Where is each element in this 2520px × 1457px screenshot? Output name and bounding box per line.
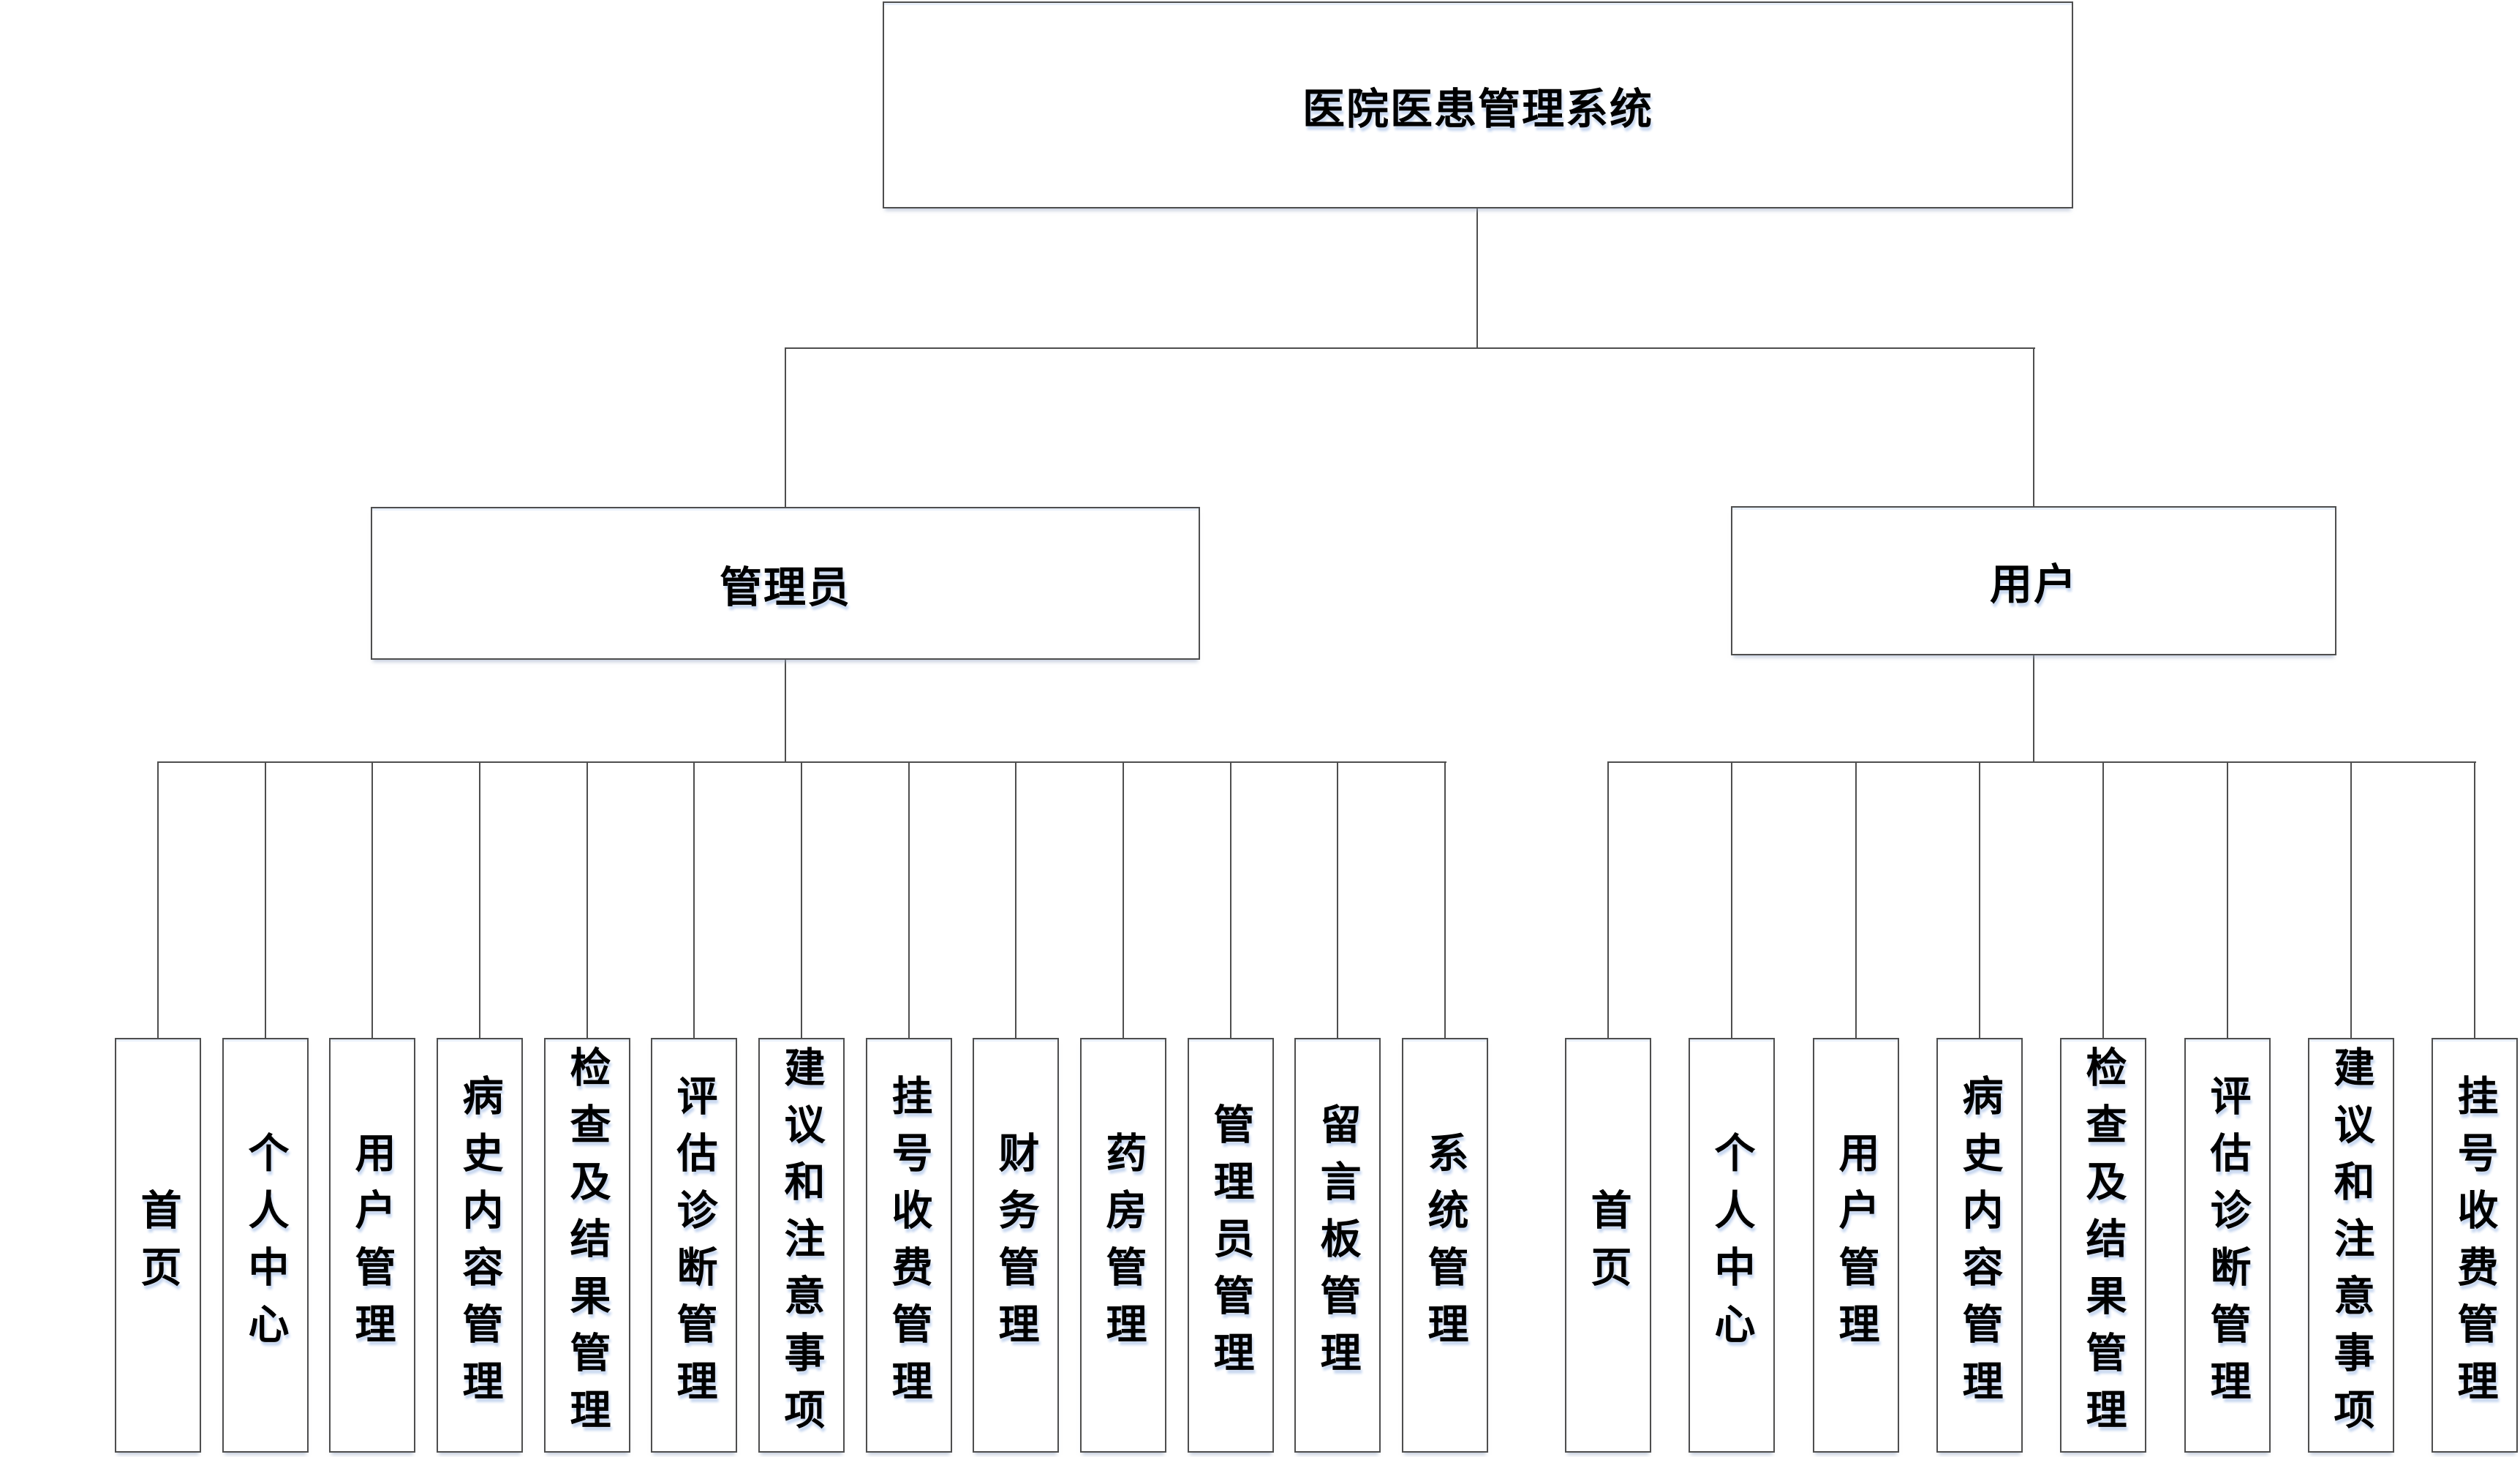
leaf-label: 建议和注意事项 (779, 1045, 825, 1445)
leaf-label: 个人中心 (1709, 1131, 1755, 1360)
leaf-label: 挂号收费管理 (886, 1074, 932, 1417)
node-user-medical-history-content-management: 病史内容管理 (1936, 1038, 2023, 1453)
node-administrator: 管理员 (371, 507, 1200, 660)
leaf-label: 检查及结果管理 (2080, 1045, 2127, 1445)
node-user-evaluation-diagnosis-management: 评估诊断管理 (2184, 1038, 2271, 1453)
connector-leaf-stub (1444, 763, 1446, 1039)
connector-leaf-stub (2350, 763, 2352, 1039)
connector-user-down (2033, 655, 2034, 763)
connector-root-drop (1476, 208, 1478, 349)
connector-admin-h (157, 761, 1446, 763)
node-user-suggestions-precautions: 建议和注意事项 (2308, 1038, 2394, 1453)
node-admin-registration-fee-management: 挂号收费管理 (866, 1038, 952, 1453)
node-user-label: 用户 (1989, 561, 2078, 609)
node-admin-examination-results-management: 检查及结果管理 (544, 1038, 630, 1453)
node-user: 用户 (1731, 506, 2336, 655)
connector-leaf-stub (1855, 763, 1857, 1039)
node-user-personal-center: 个人中心 (1689, 1038, 1775, 1453)
node-user-home: 首页 (1565, 1038, 1651, 1453)
leaf-label: 建议和注意事项 (2328, 1045, 2374, 1445)
connector-leaf-stub (908, 763, 910, 1039)
connector-admin-down (785, 660, 786, 763)
leaf-label: 管理员管理 (1208, 1102, 1254, 1388)
connector-leaf-stub (2474, 763, 2475, 1039)
connector-leaf-stub (801, 763, 802, 1039)
leaf-label: 系统管理 (1422, 1131, 1468, 1360)
leaf-label: 首页 (135, 1188, 181, 1303)
connector-leaf-stub (371, 763, 373, 1039)
connector-level2-h (785, 347, 2035, 349)
leaf-label: 检查及结果管理 (565, 1045, 611, 1445)
node-admin-administrator-management: 管理员管理 (1188, 1038, 1274, 1453)
node-admin-finance-management: 财务管理 (973, 1038, 1059, 1453)
connector-leaf-stub (2227, 763, 2228, 1039)
connector-leaf-stub (1015, 763, 1016, 1039)
node-admin-system-management: 系统管理 (1402, 1038, 1488, 1453)
leaf-label: 留言板管理 (1315, 1102, 1361, 1388)
connector-leaf-stub (1607, 763, 1609, 1039)
leaf-label: 评估诊断管理 (671, 1074, 717, 1417)
connector-admin-drop (785, 349, 786, 507)
connector-leaf-stub (1123, 763, 1124, 1039)
node-admin-message-board-management: 留言板管理 (1294, 1038, 1381, 1453)
node-admin-home: 首页 (115, 1038, 201, 1453)
node-user-user-management: 用户管理 (1813, 1038, 1899, 1453)
node-root-label: 医院医患管理系统 (1302, 85, 1653, 133)
connector-leaf-stub (1979, 763, 1980, 1039)
connector-leaf-stub (2102, 763, 2104, 1039)
node-admin-user-management: 用户管理 (329, 1038, 415, 1453)
connector-leaf-stub (479, 763, 480, 1039)
leaf-label: 用户管理 (1833, 1131, 1879, 1360)
connector-leaf-stub (693, 763, 695, 1039)
leaf-label: 病史内容管理 (457, 1074, 503, 1417)
node-admin-pharmacy-management: 药房管理 (1080, 1038, 1166, 1453)
node-admin-evaluation-diagnosis-management: 评估诊断管理 (651, 1038, 737, 1453)
leaf-label: 个人中心 (243, 1131, 289, 1360)
connector-user-h (1607, 761, 2476, 763)
leaf-label: 财务管理 (993, 1131, 1039, 1360)
connector-leaf-stub (1230, 763, 1231, 1039)
node-user-registration-fee-management: 挂号收费管理 (2432, 1038, 2518, 1453)
connector-leaf-stub (265, 763, 266, 1039)
leaf-label: 挂号收费管理 (2452, 1074, 2498, 1417)
leaf-label: 药房管理 (1101, 1131, 1147, 1360)
connector-leaf-stub (1731, 763, 1732, 1039)
connector-user-drop (2033, 349, 2034, 506)
leaf-label: 首页 (1585, 1188, 1631, 1303)
node-admin-suggestions-precautions: 建议和注意事项 (758, 1038, 845, 1453)
node-user-examination-results-management: 检查及结果管理 (2060, 1038, 2146, 1453)
leaf-label: 用户管理 (350, 1131, 396, 1360)
connector-leaf-stub (1337, 763, 1338, 1039)
node-admin-medical-history-content-management: 病史内容管理 (437, 1038, 523, 1453)
node-root-system: 医院医患管理系统 (883, 1, 2073, 208)
node-admin-personal-center: 个人中心 (222, 1038, 309, 1453)
node-administrator-label: 管理员 (719, 563, 851, 611)
connector-leaf-stub (586, 763, 588, 1039)
leaf-label: 评估诊断管理 (2205, 1074, 2251, 1417)
leaf-label: 病史内容管理 (1957, 1074, 2003, 1417)
connector-leaf-stub (157, 763, 159, 1039)
